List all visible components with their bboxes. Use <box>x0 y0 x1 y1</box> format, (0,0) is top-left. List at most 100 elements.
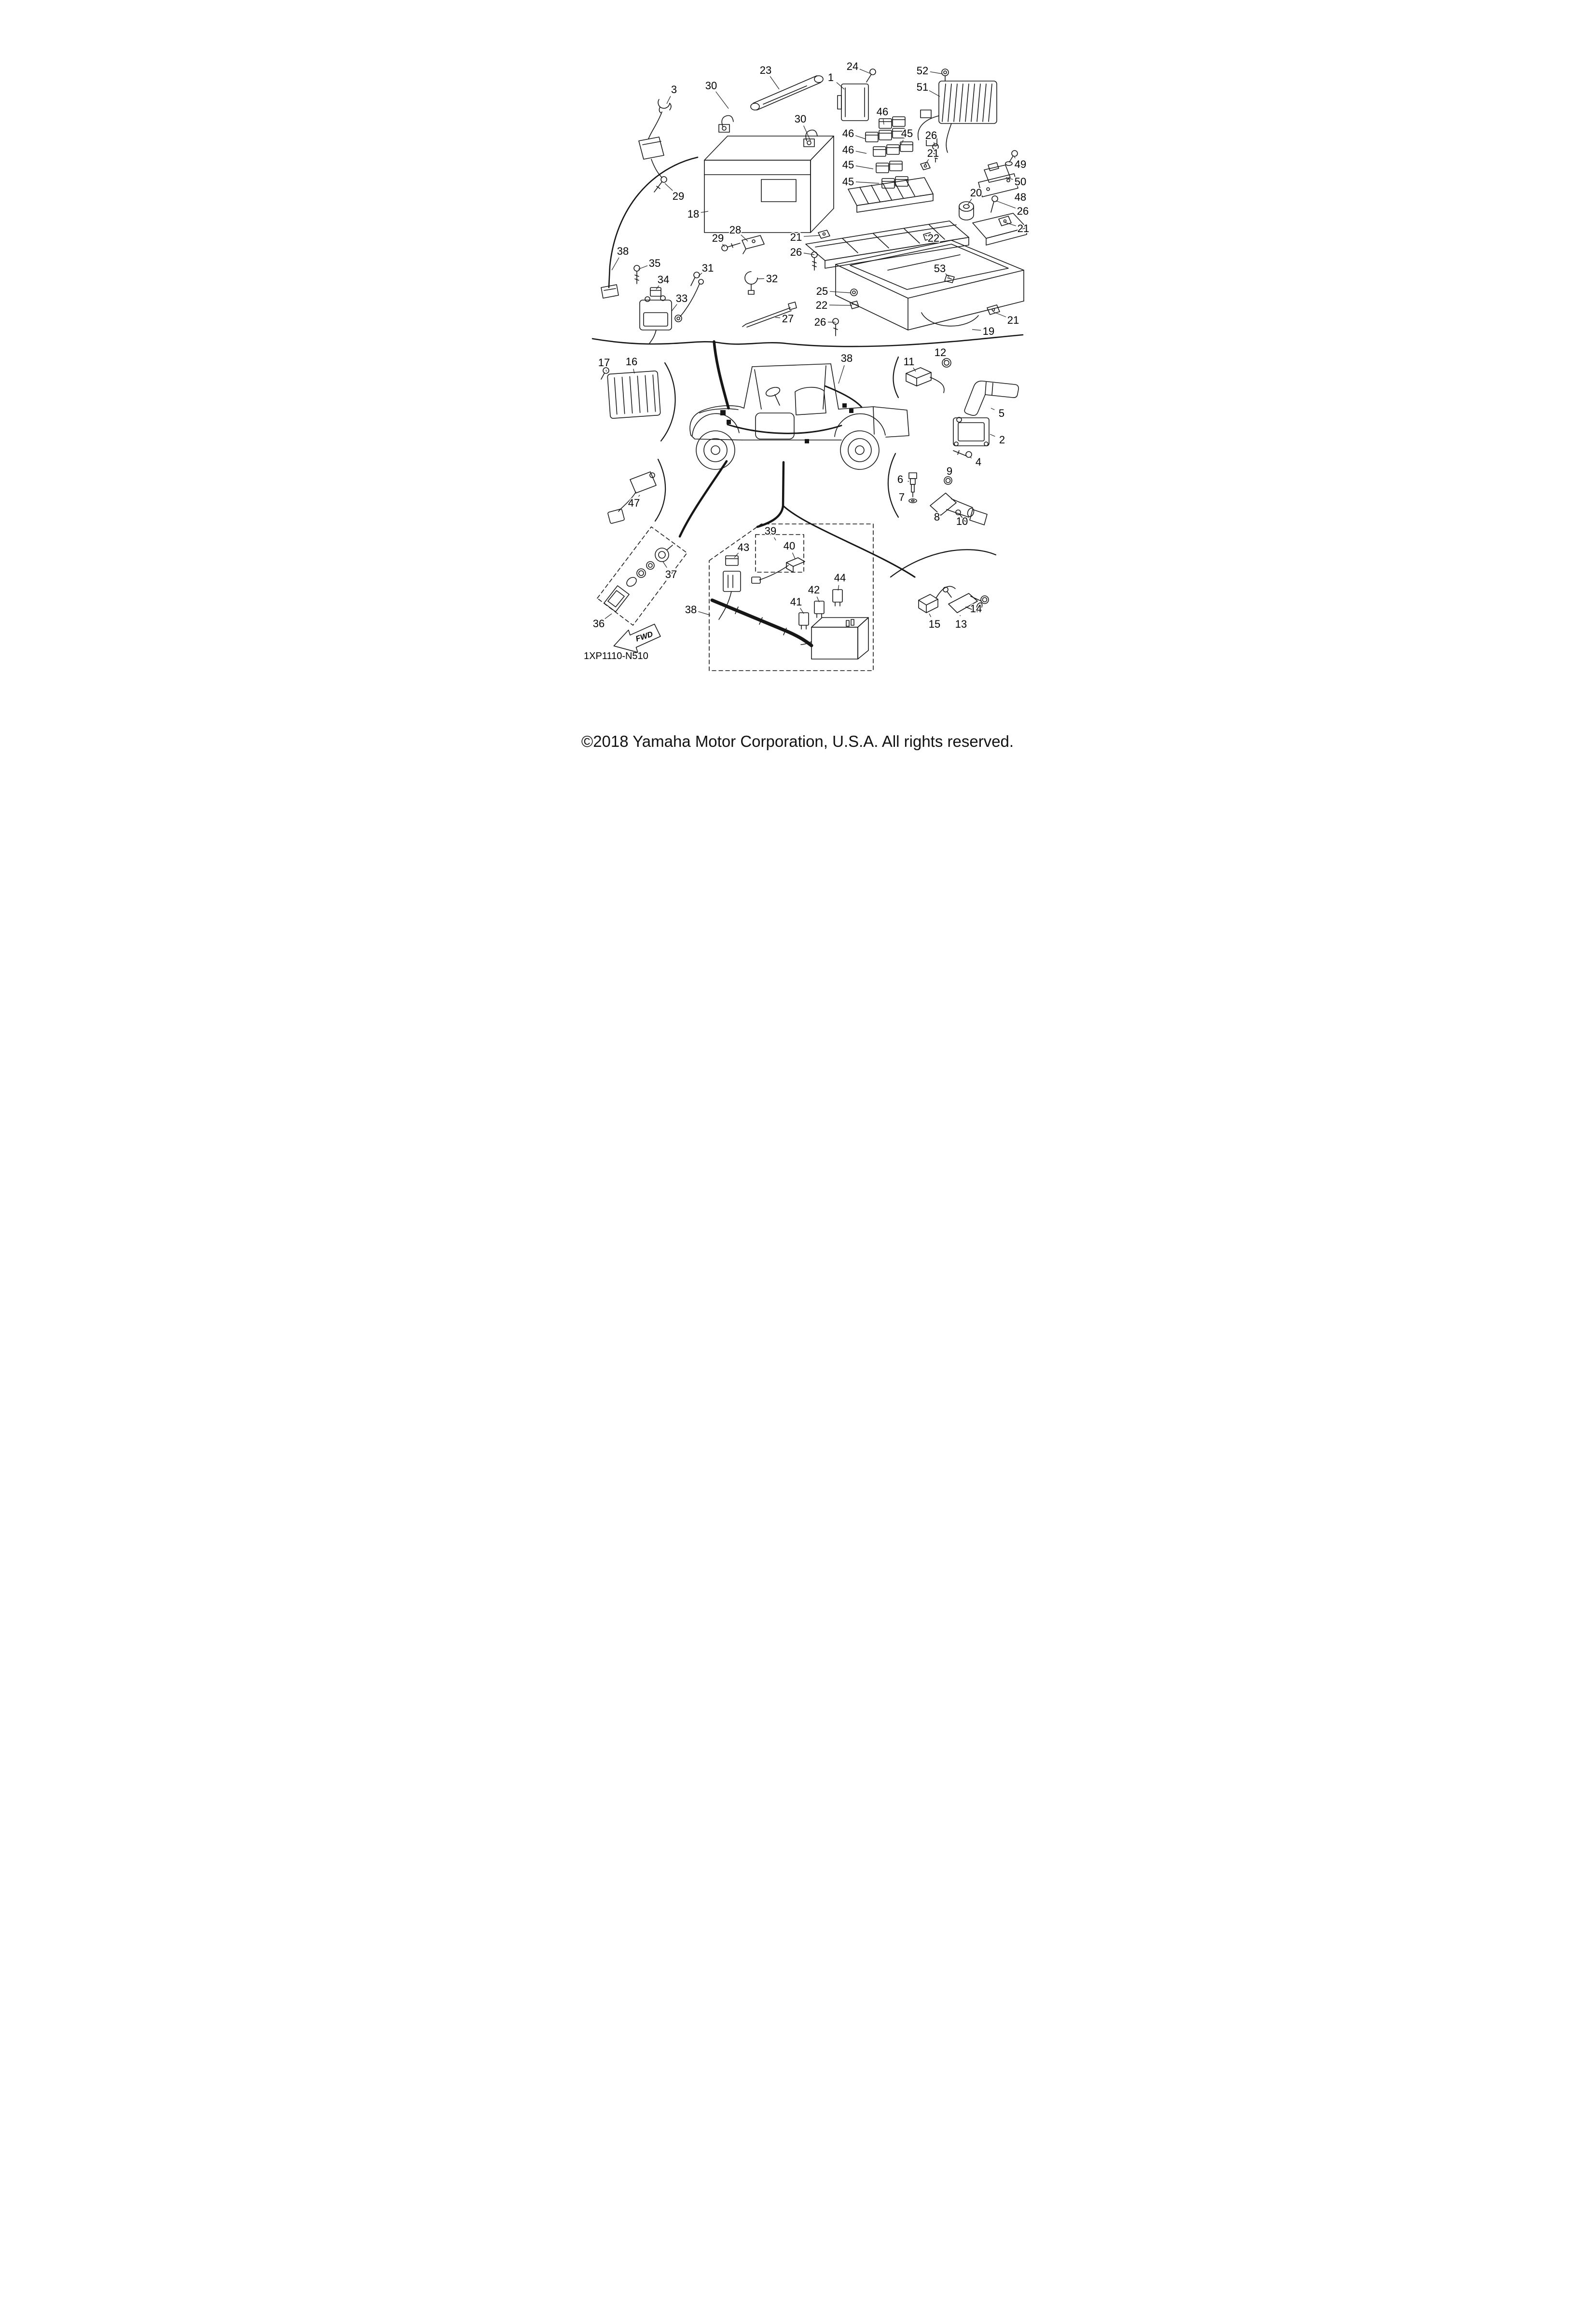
callout-leader-33 <box>671 304 677 312</box>
wire-clip <box>658 99 672 113</box>
callout-leader-1 <box>836 82 845 90</box>
callout-leader-40 <box>792 552 796 559</box>
callout-16: 16 <box>626 356 637 368</box>
callout-leader-37 <box>662 561 667 568</box>
bolt-29-lower <box>721 243 741 251</box>
callout-13: 13 <box>955 618 967 630</box>
callout-38: 38 <box>617 245 629 257</box>
callout-leader-25 <box>829 291 851 293</box>
callout-leader-12 <box>944 358 946 361</box>
callout-leader-42 <box>816 596 820 603</box>
regulator <box>601 362 676 442</box>
callout-31: 31 <box>702 262 714 274</box>
callout-leader-44 <box>838 585 839 591</box>
callout-leader-16 <box>633 369 635 374</box>
bolt-35 <box>633 265 640 284</box>
callout-leader-38 <box>698 611 711 616</box>
callout-45: 45 <box>842 159 854 171</box>
bolt-4 <box>953 450 972 458</box>
starter-relay-33 <box>639 295 672 344</box>
callout-45: 45 <box>842 176 854 188</box>
callout-leader-38 <box>611 257 619 271</box>
callout-38: 38 <box>685 604 697 616</box>
callout-27: 27 <box>782 313 794 325</box>
bolt-26c <box>811 251 818 271</box>
sensor-47 <box>607 458 666 524</box>
callout-39: 39 <box>765 525 776 537</box>
callout-46: 46 <box>877 106 888 118</box>
clip-22b <box>850 301 859 309</box>
callout-23: 23 <box>760 64 771 76</box>
callout-1: 1 <box>828 71 834 83</box>
callout-leader-53 <box>945 273 950 278</box>
callout-leader-31 <box>698 273 702 276</box>
callout-26: 26 <box>814 316 826 328</box>
callout-48: 48 <box>1015 191 1026 203</box>
plug-cap <box>964 380 1019 416</box>
callout-leader-45 <box>855 165 874 169</box>
callout-20: 20 <box>970 187 982 199</box>
callout-26: 26 <box>790 246 802 258</box>
callout-30: 30 <box>795 113 806 125</box>
callout-leader-26 <box>995 200 1016 208</box>
bracket-21a <box>920 162 931 170</box>
callout-52: 52 <box>917 65 928 77</box>
relay-34 <box>650 287 661 297</box>
callout-leader-2 <box>990 434 995 437</box>
callout-24: 24 <box>847 60 858 72</box>
callout-leader-29 <box>722 244 725 248</box>
ground-cable-38 <box>601 156 699 299</box>
rear-sensor-group <box>890 549 997 613</box>
ecu-main <box>918 81 997 153</box>
callout-leader-3 <box>666 96 671 104</box>
callout-4: 4 <box>976 456 981 468</box>
callout-leader-23 <box>770 76 780 90</box>
vehicle <box>689 363 909 470</box>
callout-29: 29 <box>673 190 684 202</box>
callout-45: 45 <box>901 127 913 139</box>
callout-9: 9 <box>947 465 952 477</box>
callout-49: 49 <box>1015 158 1026 170</box>
callout-35: 35 <box>649 257 660 269</box>
callout-19: 19 <box>983 325 994 337</box>
nut-25 <box>850 289 858 296</box>
callout-28: 28 <box>729 224 741 236</box>
callout-leader-24 <box>859 69 870 74</box>
copyright-text: ©2018 Yamaha Motor Corporation, U.S.A. A… <box>581 732 1014 750</box>
callout-38: 38 <box>841 352 852 364</box>
callout-50: 50 <box>1015 176 1026 188</box>
callout-leader-47 <box>638 495 640 497</box>
callout-14: 14 <box>970 603 982 615</box>
bolt-52 <box>941 69 949 82</box>
diagram-code: 1XP1110-N510 <box>584 651 648 661</box>
battery-strap <box>750 75 824 110</box>
callout-6: 6 <box>897 473 903 485</box>
box-tray-right <box>972 213 1027 246</box>
callout-21: 21 <box>927 147 939 159</box>
main-harness <box>678 340 916 578</box>
callout-leader-21 <box>992 311 1006 317</box>
clip-22a <box>923 232 933 241</box>
callout-36: 36 <box>593 618 605 630</box>
callout-leader-41 <box>800 608 804 614</box>
bolt-26d <box>832 318 839 336</box>
callout-30: 30 <box>705 80 717 92</box>
callout-46: 46 <box>842 127 854 139</box>
callout-22: 22 <box>928 232 939 244</box>
fuse-tray-upper <box>848 177 934 213</box>
callout-46: 46 <box>842 144 854 156</box>
callout-leader-15 <box>929 613 932 618</box>
callout-25: 25 <box>816 285 828 297</box>
callout-43: 43 <box>738 541 749 553</box>
harness-subassembly <box>709 523 874 671</box>
battery <box>704 115 834 233</box>
lead-wire-31 <box>674 272 704 322</box>
callout-40: 40 <box>784 540 795 552</box>
callout-leader-49 <box>1014 156 1016 159</box>
bolt-10 <box>955 509 966 523</box>
callout-leader-36 <box>605 613 612 619</box>
callout-leader-21 <box>924 159 929 166</box>
